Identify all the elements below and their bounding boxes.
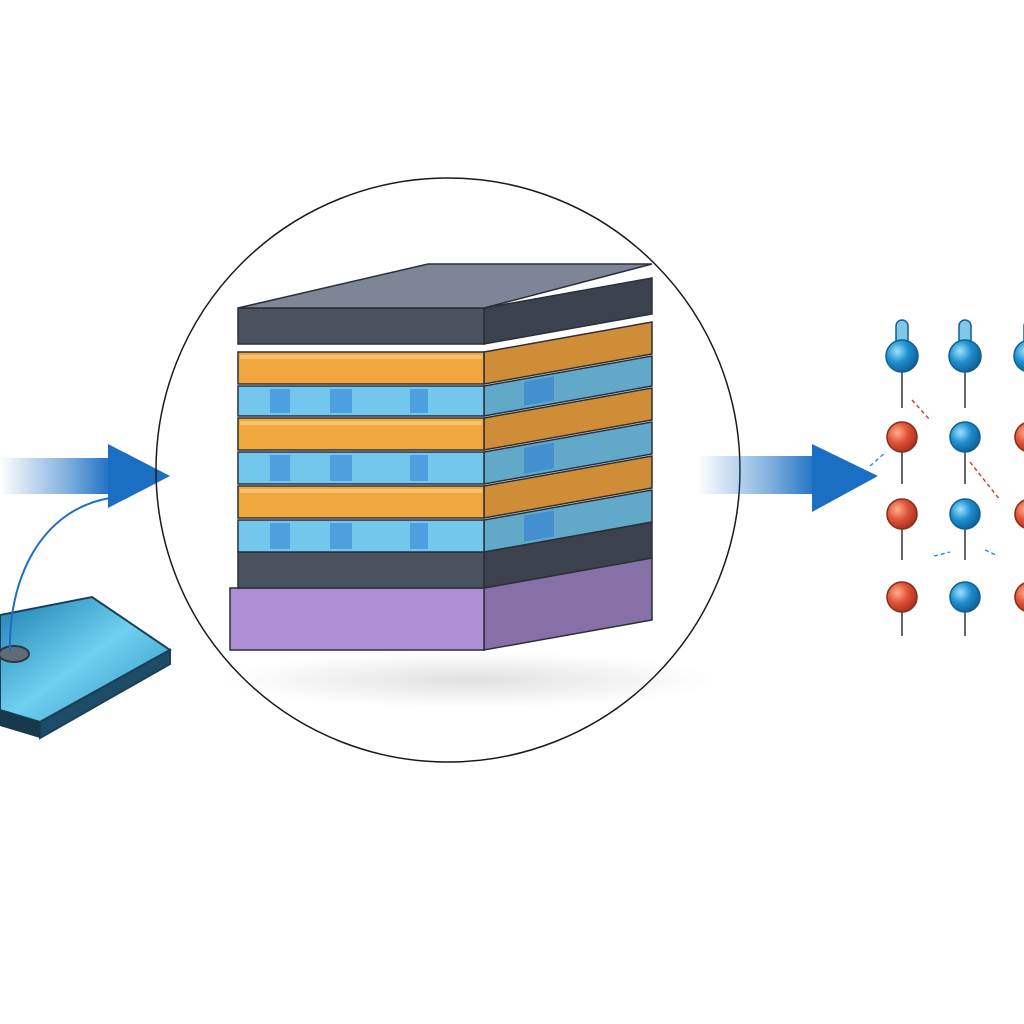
trajectory-mark [911,399,931,421]
atom-blue [949,581,981,613]
thermometer-icon [885,319,919,373]
stack-layer-cap [237,263,653,345]
atom-blue [949,421,981,453]
atom-red [1014,582,1024,612]
atom-red [886,498,918,530]
atom-red [886,421,918,453]
stack-layer-orange [237,455,653,519]
atom-lattice-icon [869,319,1024,658]
stack-layer-orange [237,321,653,385]
atom-blue [949,498,981,530]
thermometer-icon [1013,322,1024,372]
left-flow-arrow [0,444,170,508]
stack-layer-blue [237,489,653,553]
stack-layer-cap [237,521,653,589]
trajectory-mark [869,451,887,467]
layered-heterostructure-icon [220,263,720,708]
atom-red [886,581,918,613]
trajectory-mark [933,551,951,557]
thin-film-substrate-icon [0,497,172,740]
trajectory-mark [969,461,1001,501]
stack-layer-orange [237,387,653,451]
stack-layer-blue [237,355,653,417]
right-flow-arrow [698,444,878,512]
atom-red [1014,422,1024,452]
thermometer-icon [948,319,982,373]
stack-layer-blue [237,421,653,485]
trajectory-mark [984,549,999,557]
atom-red [1014,499,1024,529]
